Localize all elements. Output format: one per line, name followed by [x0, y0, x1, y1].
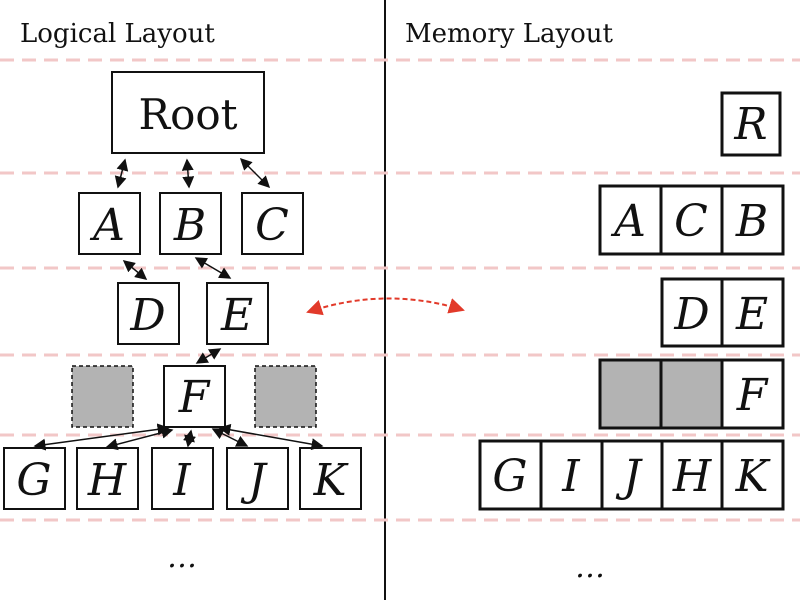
- edge-f-h: [105, 426, 174, 451]
- memory-cell-b: [720, 184, 785, 256]
- memory-layout-title: Memory Layout: [405, 19, 614, 49]
- node-k-label: K: [313, 455, 349, 506]
- node-c-label: C: [255, 200, 289, 251]
- node-j: [226, 447, 289, 510]
- edge-root-a: [114, 158, 129, 189]
- memory-cell-empty-1: [598, 358, 663, 430]
- memory-cell-b-label: B: [735, 196, 768, 247]
- memory-cell-r: [720, 91, 782, 157]
- node-a-label: A: [89, 200, 125, 251]
- memory-cell-f-label: F: [736, 370, 769, 421]
- memory-cell-e-label: E: [735, 289, 768, 340]
- memory-cells: [478, 91, 785, 511]
- memory-cell-r-label: R: [733, 99, 767, 150]
- memory-cell-d: [660, 277, 724, 348]
- memory-cell-k-label: K: [735, 451, 771, 502]
- memory-cell-h-label: H: [672, 451, 713, 502]
- edge-root-b: [181, 158, 195, 189]
- node-h-label: H: [87, 455, 128, 506]
- node-f-label: F: [178, 372, 211, 423]
- root-node: [111, 71, 265, 154]
- memory-cell-empty-2: [659, 358, 724, 430]
- node-f: [163, 365, 226, 428]
- edge-a-d: [122, 260, 148, 280]
- node-i-label: I: [172, 455, 192, 506]
- memory-cell-i-label: I: [561, 451, 581, 502]
- memory-guide-lines: [395, 184, 662, 511]
- memory-cell-a-label: A: [610, 196, 646, 247]
- memory-ellipsis: …: [575, 550, 605, 585]
- node-i: [151, 447, 214, 510]
- logical-layout-title: Logical Layout: [20, 19, 215, 49]
- memory-cell-k: [720, 439, 785, 511]
- node-c: [241, 192, 304, 255]
- mapping-arrow: [306, 297, 465, 316]
- edge-root-c: [239, 157, 271, 189]
- placeholder-node-left: [71, 365, 134, 428]
- node-e-label: E: [220, 290, 253, 341]
- memory-cell-j: [600, 439, 664, 511]
- edge-f-i: [183, 429, 196, 448]
- memory-cell-f: [720, 358, 785, 430]
- logical-ellipsis: …: [167, 540, 197, 575]
- node-g: [3, 447, 66, 510]
- node-b: [159, 192, 222, 255]
- logical-edges: [33, 157, 324, 451]
- memory-cell-g-label: G: [492, 451, 527, 502]
- edge-e-f: [195, 348, 222, 364]
- edge-b-e: [194, 257, 232, 279]
- logical-tree: [3, 71, 362, 510]
- node-d: [117, 282, 180, 345]
- node-g-label: G: [16, 455, 51, 506]
- node-d-label: D: [129, 290, 165, 341]
- placeholder-node-right: [254, 365, 317, 428]
- root-node-label: Root: [138, 90, 237, 139]
- node-e: [206, 282, 269, 345]
- edge-f-k: [218, 423, 324, 451]
- node-b-label: B: [173, 200, 206, 251]
- memory-cell-c-label: C: [674, 196, 708, 247]
- memory-cell-d-label: D: [673, 289, 709, 340]
- node-k: [299, 447, 362, 510]
- memory-cell-e: [720, 277, 785, 348]
- node-a: [78, 192, 141, 255]
